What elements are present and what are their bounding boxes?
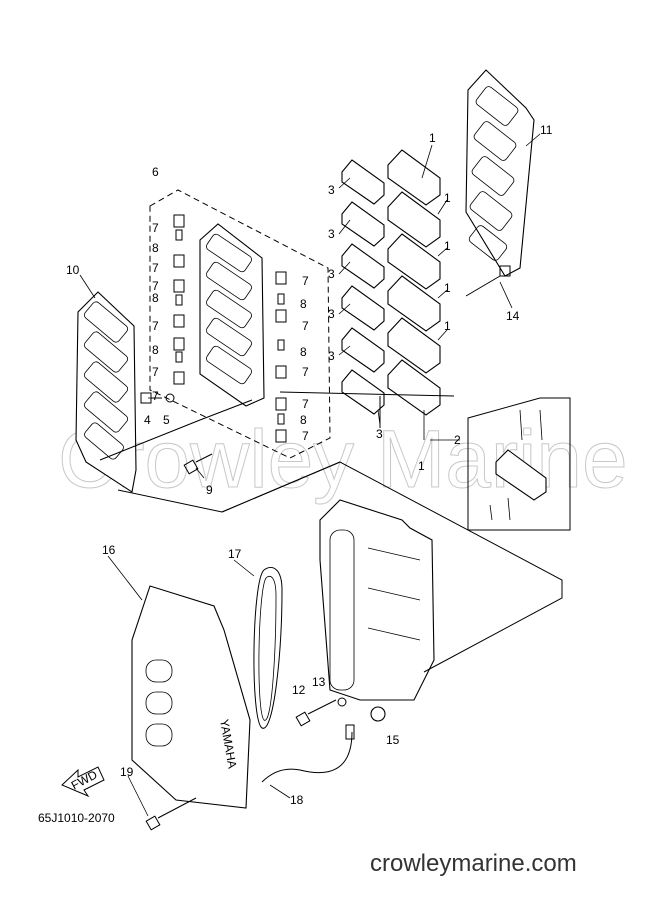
label-3: 3 [328, 227, 335, 241]
nut-15 [370, 706, 386, 722]
seal-17 [253, 567, 283, 729]
label-3: 3 [328, 267, 335, 281]
label-15: 15 [386, 733, 400, 747]
silencer-cover-16: YAMAHA [131, 585, 251, 809]
detail-box-2 [467, 397, 571, 531]
label-14: 14 [506, 309, 520, 323]
label-8: 8 [152, 241, 159, 255]
label-4: 4 [144, 413, 151, 427]
label-1: 1 [444, 191, 451, 205]
label-16: 16 [102, 543, 116, 557]
label-10: 10 [66, 263, 80, 277]
label-8: 8 [300, 413, 307, 427]
label-7: 7 [302, 319, 309, 333]
label-2: 2 [454, 433, 461, 447]
hose-18 [261, 724, 355, 783]
label-7: 7 [152, 221, 159, 235]
label-7: 7 [302, 429, 309, 443]
label-7: 7 [152, 365, 159, 379]
gasket-10 [75, 291, 137, 493]
reed-valve-stack [341, 149, 441, 416]
assembly-outline [99, 391, 563, 673]
label-7: 7 [152, 389, 159, 403]
label-3: 3 [328, 183, 335, 197]
label-3: 3 [376, 427, 383, 441]
label-6: 6 [152, 165, 159, 179]
reed-valve-1-row [387, 149, 441, 416]
label-11: 11 [540, 123, 553, 137]
reed-gasket-3-row [341, 159, 385, 415]
label-9: 9 [206, 483, 213, 497]
assembly-6 [149, 189, 331, 459]
label-7: 7 [152, 261, 159, 275]
label-17: 17 [228, 547, 242, 561]
part-labels: 1 1 1 1 1 1 2 3 3 3 3 3 3 4 5 6 7 7 7 7 … [66, 123, 553, 807]
label-1: 1 [444, 319, 451, 333]
label-7: 7 [152, 319, 159, 333]
label-1: 1 [429, 131, 436, 145]
leader-lines [79, 133, 541, 817]
label-7: 7 [302, 397, 309, 411]
label-7: 7 [302, 365, 309, 379]
label-7: 7 [302, 274, 309, 288]
washer-13 [337, 697, 347, 707]
fwd-arrow-icon: FWD [61, 766, 105, 798]
label-1: 1 [444, 239, 451, 253]
crankcase-body [319, 499, 435, 701]
fwd-label: FWD [69, 767, 100, 792]
diagram-code: 65J1010-2070 [38, 811, 115, 825]
label-8: 8 [152, 343, 159, 357]
label-18: 18 [290, 793, 304, 807]
washer-5 [165, 393, 175, 403]
gasket-11 [465, 69, 535, 277]
label-8: 8 [300, 345, 307, 359]
label-19: 19 [120, 765, 134, 779]
label-3: 3 [328, 349, 335, 363]
label-1: 1 [444, 281, 451, 295]
label-13: 13 [312, 675, 326, 689]
label-5: 5 [163, 413, 170, 427]
label-12: 12 [292, 683, 306, 697]
label-8: 8 [300, 297, 307, 311]
bolt-12 [295, 699, 337, 727]
bolt-9 [183, 453, 213, 475]
site-url: crowleymarine.com [370, 850, 577, 877]
bolt-14 [465, 265, 511, 297]
bolt-19 [145, 797, 197, 831]
label-3: 3 [328, 307, 335, 321]
label-8: 8 [152, 291, 159, 305]
label-1: 1 [418, 459, 425, 473]
label-7: 7 [152, 279, 159, 293]
